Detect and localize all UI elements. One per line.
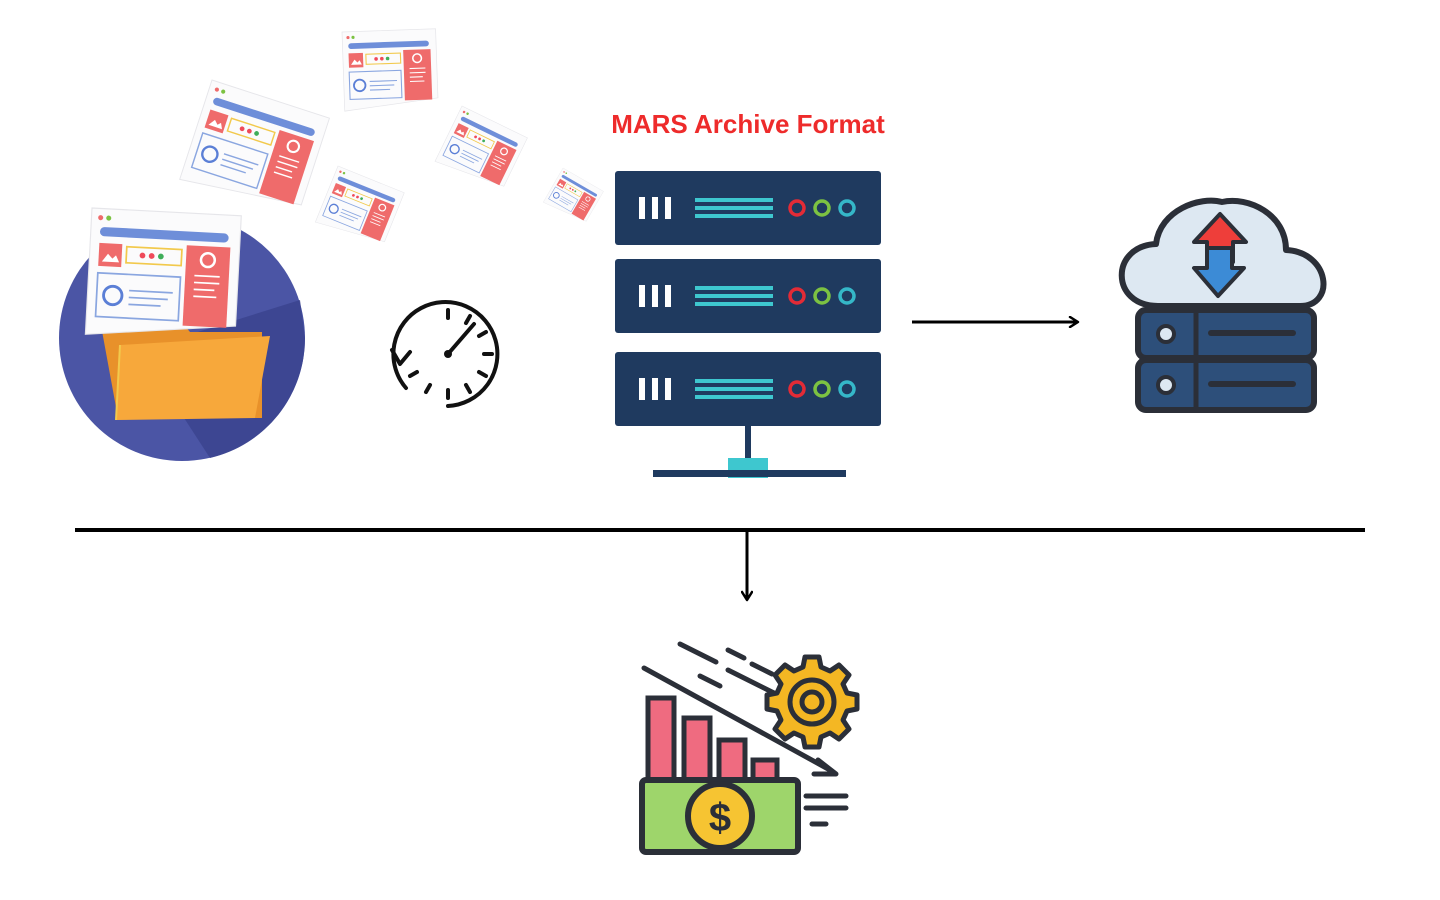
flying-document-icon [178,78,331,219]
stopwatch-icon [390,300,500,408]
folder-with-documents-icon [59,206,306,461]
flying-document-icon [434,105,529,194]
svg-text:$: $ [709,796,731,840]
flying-document-icon [314,165,405,250]
flying-document-icon [341,27,440,113]
diagram-title: MARS Archive Format [611,109,885,139]
cost-reduction-icon: $ [639,641,860,855]
server-rack-icon [613,169,883,478]
cloud-storage-icon [1118,197,1327,413]
flying-document-icon [542,167,604,227]
